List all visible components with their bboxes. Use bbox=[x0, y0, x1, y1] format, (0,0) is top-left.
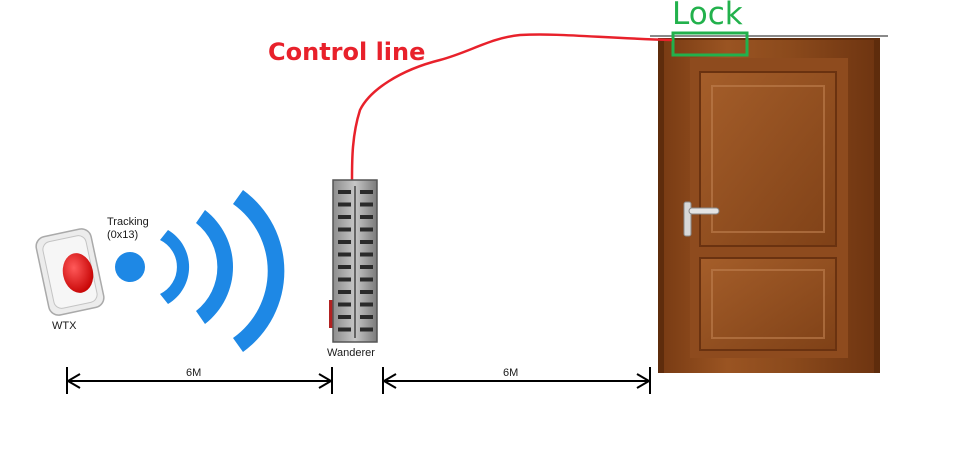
distance-arrow-left bbox=[66, 367, 333, 394]
receiver-slot bbox=[338, 290, 351, 294]
lock-box bbox=[671, 31, 749, 57]
receiver-slot bbox=[360, 315, 373, 319]
distance-right-label: 6M bbox=[503, 367, 519, 379]
tracking-label: Tracking bbox=[107, 216, 149, 228]
wanderer-label: Wanderer bbox=[327, 347, 375, 359]
receiver-slot bbox=[360, 290, 373, 294]
lock-label: Lock bbox=[672, 0, 743, 32]
receiver-slot bbox=[360, 215, 373, 219]
tracking-code-label: (0x13) bbox=[107, 229, 139, 241]
receiver-slot bbox=[360, 190, 373, 194]
wtx-label: WTX bbox=[52, 320, 77, 332]
control-line-wire bbox=[350, 33, 673, 181]
receiver-slot bbox=[360, 202, 373, 207]
receiver-slot bbox=[360, 277, 373, 282]
distance-arrow-right bbox=[382, 367, 651, 394]
wireless-signal-icon bbox=[115, 190, 285, 352]
receiver-slot bbox=[360, 327, 373, 332]
receiver-slot bbox=[338, 227, 351, 232]
receiver-slot bbox=[360, 302, 373, 307]
receiver-slot bbox=[360, 227, 373, 232]
receiver-slot bbox=[360, 240, 373, 244]
receiver-slot bbox=[338, 240, 351, 244]
receiver-slot bbox=[338, 190, 351, 194]
receiver-slot bbox=[338, 202, 351, 207]
wtx-tag-icon bbox=[35, 228, 105, 316]
receiver-slot bbox=[338, 277, 351, 282]
receiver-slot bbox=[338, 215, 351, 219]
door-icon bbox=[650, 35, 888, 373]
distance-left-label: 6M bbox=[186, 367, 202, 379]
receiver-slot bbox=[338, 252, 351, 257]
receiver-slot bbox=[338, 315, 351, 319]
receiver-slot bbox=[338, 265, 351, 269]
control-line-label: Control line bbox=[268, 38, 426, 66]
receiver-slot bbox=[360, 252, 373, 257]
receiver-slot bbox=[338, 327, 351, 332]
receiver-slot bbox=[338, 302, 351, 307]
wanderer-receiver-icon bbox=[329, 179, 378, 343]
receiver-slot bbox=[360, 265, 373, 269]
